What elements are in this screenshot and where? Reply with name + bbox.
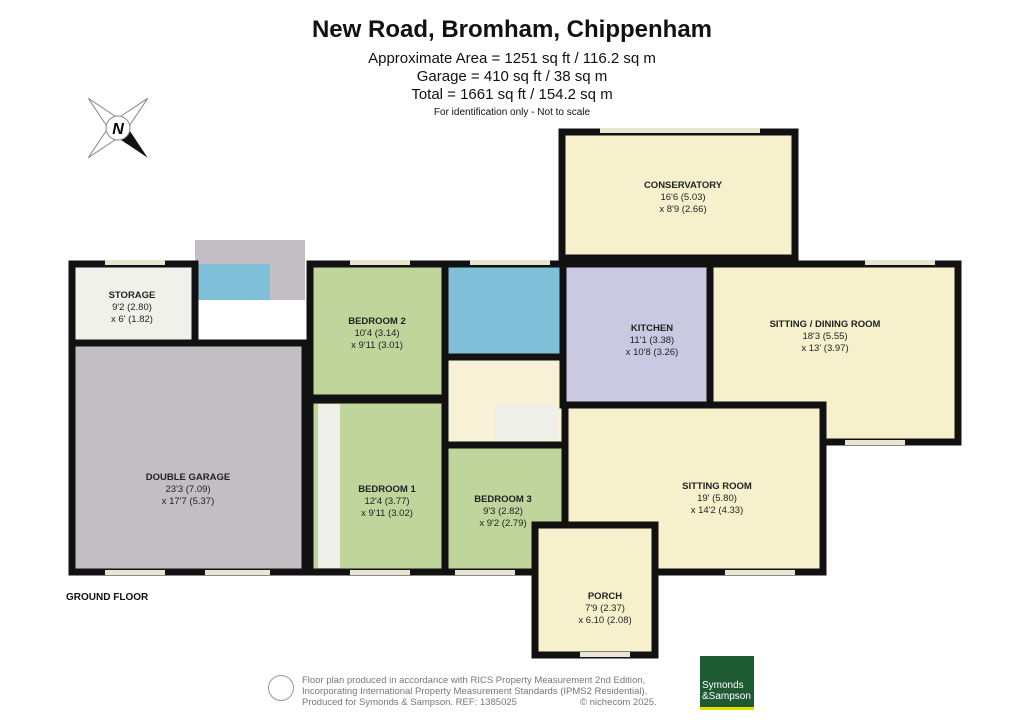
window (455, 570, 515, 575)
person-icon (268, 675, 294, 701)
bedroom-1-label: BEDROOM 1 (358, 484, 416, 495)
garage-area: Garage = 410 sq ft / 38 sq m (416, 68, 608, 85)
window (105, 260, 165, 265)
sitting-room-dimension: 19' (5.80) (697, 493, 737, 504)
conservatory-dimension: x 8'9 (2.66) (659, 204, 706, 215)
footer-line: Incorporating International Property Mea… (302, 686, 648, 697)
window (725, 570, 795, 575)
bedroom-3-dimension: x 9'2 (2.79) (479, 518, 526, 529)
scale-note: For identification only - Not to scale (433, 107, 591, 118)
porch-dimension: 7'9 (2.37) (585, 603, 625, 614)
double-garage-dimension: 23'3 (7.09) (165, 484, 210, 495)
wardrobe (318, 404, 340, 568)
sitting-dining-room-dimension: x 13' (3.97) (801, 343, 848, 354)
double-garage-label: DOUBLE GARAGE (146, 472, 230, 483)
hall-cupboard (495, 405, 557, 440)
bedroom-2-label: BEDROOM 2 (348, 316, 406, 327)
room-porch (531, 521, 659, 659)
storage-dimension: 9'2 (2.80) (112, 302, 152, 313)
bedroom-1-dimension: x 9'11 (3.02) (361, 508, 413, 519)
window (865, 260, 935, 265)
window (105, 570, 165, 575)
kitchen-dimension: 11'1 (3.38) (630, 335, 674, 346)
window (580, 652, 630, 657)
window (600, 128, 760, 133)
footer-line: Floor plan produced in accordance with R… (302, 675, 646, 686)
agent-logo: Symonds&Sampson (700, 656, 754, 710)
porch-label: PORCH (588, 591, 622, 602)
bathroom (445, 264, 563, 357)
north-label: N (112, 121, 124, 138)
bedroom-3-dimension: 9'3 (2.82) (483, 506, 523, 517)
window (845, 440, 905, 445)
window (350, 260, 410, 265)
copyright: © nichecom 2025. (580, 697, 657, 708)
conservatory-dimension: 16'6 (5.03) (660, 192, 705, 203)
bedroom-1-dimension: 12'4 (3.77) (364, 496, 409, 507)
sitting-dining-room-label: SITTING / DINING ROOM (770, 319, 881, 330)
porch-dimension: x 6.10 (2.08) (578, 615, 631, 626)
plan-title: New Road, Bromham, Chippenham (311, 16, 713, 43)
bedroom-3-label: BEDROOM 3 (474, 494, 532, 505)
approximate-area: Approximate Area = 1251 sq ft / 116.2 sq… (368, 50, 656, 67)
footer-line: Produced for Symonds & Sampson. REF: 138… (302, 697, 517, 708)
bedroom-2-dimension: x 9'11 (3.01) (351, 340, 403, 351)
sitting-room-label: SITTING ROOM (682, 481, 752, 492)
window (470, 260, 550, 265)
room-conservatory (558, 128, 799, 262)
window (350, 570, 410, 575)
kitchen-label: KITCHEN (631, 323, 673, 334)
floor-label: GROUND FLOOR (66, 592, 149, 603)
window (205, 570, 270, 575)
kitchen-dimension: x 10'8 (3.26) (626, 347, 679, 358)
storage-dimension: x 6' (1.82) (111, 314, 153, 325)
double-garage-dimension: x 17'7 (5.37) (162, 496, 215, 507)
sitting-room-dimension: x 14'2 (4.33) (691, 505, 744, 516)
storage-label: STORAGE (109, 290, 156, 301)
total-area: Total = 1661 sq ft / 154.2 sq m (411, 86, 613, 103)
conservatory-label: CONSERVATORY (644, 180, 723, 191)
north-arrow-icon: N (87, 97, 149, 159)
sitting-dining-room-dimension: 18'3 (5.55) (802, 331, 847, 342)
footer-text: Floor plan produced in accordance with R… (302, 675, 647, 708)
room-double-garage (68, 339, 309, 576)
wc (195, 264, 270, 300)
bedroom-2-dimension: 10'4 (3.14) (354, 328, 399, 339)
